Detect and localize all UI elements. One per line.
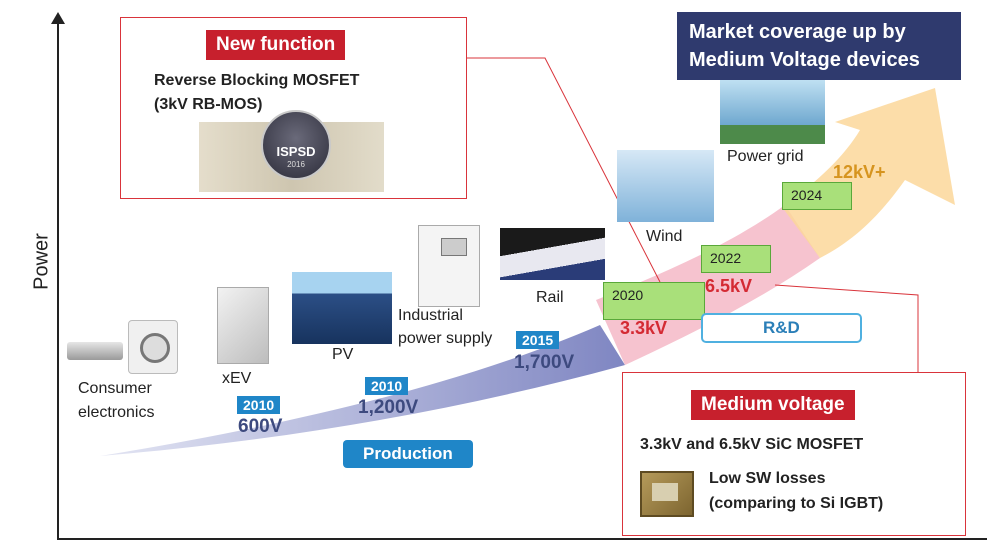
industrial-label-2: power supply xyxy=(398,330,493,347)
ispsd-logo-text: ISPSD xyxy=(276,144,316,159)
year-2010-a: 2010 xyxy=(237,396,281,414)
production-label: Production xyxy=(343,440,473,468)
voltage-600v: 600V xyxy=(238,416,283,437)
voltage-1200v: 1,200V xyxy=(358,397,419,418)
market-coverage-banner: Market coverage up by Medium Voltage dev… xyxy=(677,12,961,80)
y-axis-label: Power xyxy=(30,233,53,290)
voltage-3-3kv: 3.3kV xyxy=(620,318,668,338)
industrial-inverter-image xyxy=(418,225,480,307)
voltage-12kv: 12kV+ xyxy=(833,162,886,182)
rail-label: Rail xyxy=(536,289,564,306)
pv-panel-image xyxy=(292,272,392,344)
year-2020: 2020 xyxy=(603,282,705,320)
rail-train-image xyxy=(500,228,605,280)
washing-machine-image xyxy=(128,320,178,374)
rb-mosfet-title: Reverse Blocking MOSFET xyxy=(154,72,360,89)
market-coverage-line2: Medium Voltage devices xyxy=(689,49,920,71)
rd-label: R&D xyxy=(701,313,862,343)
power-grid-image xyxy=(720,80,825,144)
rb-mosfet-subtitle: (3kV RB-MOS) xyxy=(154,96,263,113)
medium-voltage-box: Medium voltage 3.3kV and 6.5kV SiC MOSFE… xyxy=(622,372,966,536)
connector-bottom xyxy=(774,284,919,372)
consumer-label-1: Consumer xyxy=(78,380,152,397)
year-2010-b: 2010 xyxy=(365,377,409,395)
xev-charging-image xyxy=(217,287,269,364)
air-conditioner-image xyxy=(67,342,123,360)
industrial-label-1: Industrial xyxy=(398,307,463,324)
medium-voltage-badge: Medium voltage xyxy=(691,390,855,420)
new-function-badge: New function xyxy=(206,30,346,60)
xev-label: xEV xyxy=(222,370,252,387)
ispsd-logo: ISPSD 2016 xyxy=(261,110,331,180)
year-2024: 2024 xyxy=(782,182,852,210)
voltage-1700v: 1,700V xyxy=(514,352,575,373)
y-axis xyxy=(57,18,59,540)
production-band xyxy=(100,325,625,456)
sic-mosfet-line: 3.3kV and 6.5kV SiC MOSFET xyxy=(640,436,864,453)
ispsd-logo-year: 2016 xyxy=(287,160,305,169)
wind-turbine-image xyxy=(617,150,714,222)
market-coverage-line1: Market coverage up by xyxy=(689,21,906,43)
chip-image xyxy=(640,471,694,517)
new-function-box: New function Reverse Blocking MOSFET (3k… xyxy=(120,17,467,199)
consumer-label-2: electronics xyxy=(78,404,155,421)
future-band xyxy=(782,88,955,258)
low-sw-losses: Low SW losses xyxy=(709,470,826,487)
year-2015: 2015 xyxy=(516,331,560,349)
y-axis-arrow xyxy=(51,12,65,24)
power-grid-label: Power grid xyxy=(727,148,804,165)
x-axis xyxy=(57,538,987,540)
wind-label: Wind xyxy=(646,228,683,245)
voltage-6-5kv: 6.5kV xyxy=(705,276,753,296)
comparing-si-igbt: (comparing to Si IGBT) xyxy=(709,495,884,512)
year-2022: 2022 xyxy=(701,245,771,273)
pv-label: PV xyxy=(332,346,354,363)
